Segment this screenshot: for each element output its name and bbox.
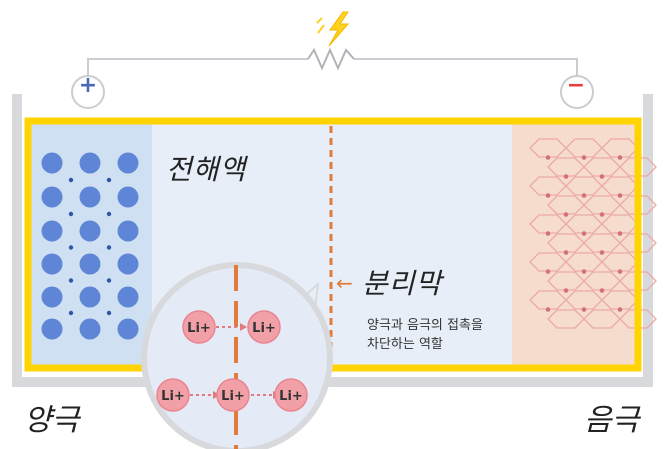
lithium-dot (68, 211, 74, 217)
cathode-particle (41, 253, 63, 275)
zoom-circle: Li+ Li+ Li+ Li+ Li+ (141, 262, 333, 449)
lithium-dot (581, 307, 587, 312)
separator-desc-line2: 차단하는 역할 (367, 337, 443, 352)
lithium-dot (599, 288, 605, 293)
cathode-particle (117, 186, 139, 208)
cathode-particle (41, 186, 63, 208)
lithium-dot (581, 231, 587, 236)
lithium-dot (68, 177, 74, 183)
lithium-dot (68, 310, 74, 316)
lithium-dot (617, 155, 623, 160)
lithium-dot (599, 250, 605, 255)
lithium-ion-label: Li+ (252, 321, 276, 336)
graphite-hexagon (619, 233, 657, 253)
cathode-particle (79, 286, 101, 308)
lithium-dot (68, 245, 74, 250)
lithium-ion-label: Li+ (161, 389, 185, 404)
lithium-dot (545, 231, 551, 236)
minus-terminal-icon (560, 75, 594, 109)
graphite-hexagon (619, 157, 657, 177)
cathode-particle (79, 220, 101, 242)
lithium-ion (156, 378, 190, 412)
lithium-dot (106, 245, 112, 250)
cathode-particle (117, 318, 139, 340)
cathode-particle (79, 152, 101, 174)
battery-frame (24, 117, 642, 372)
graphite-hexagon (619, 271, 657, 291)
lithium-dot (563, 212, 569, 217)
lithium-dot (545, 155, 551, 160)
graphite-hexagon (619, 309, 657, 329)
lithium-dot (563, 174, 569, 179)
anode-label: 음극 (584, 403, 640, 438)
lithium-dot (581, 269, 587, 274)
separator-description: 양극과 음극의 접촉을 차단하는 역할 (367, 316, 517, 354)
cathode-particle (41, 220, 63, 242)
container-wall (12, 94, 653, 387)
lithium-ion-label: Li+ (221, 389, 245, 404)
separator-desc-line1: 양극과 음극의 접촉을 (367, 318, 483, 333)
lithium-dot (581, 155, 587, 160)
lithium-dot (563, 250, 569, 255)
lithium-dot (617, 231, 623, 236)
lithium-dot (599, 174, 605, 179)
cathode-particle (117, 220, 139, 242)
cathode-particle (79, 186, 101, 208)
lithium-dot (106, 278, 112, 283)
lithium-dot (581, 193, 587, 198)
minus-label: − (566, 73, 586, 98)
lithium-dot (106, 310, 112, 316)
lithium-dot (617, 307, 623, 312)
cathode-particle (117, 253, 139, 275)
cathode-label: 양극 (24, 403, 80, 438)
plus-label: + (78, 73, 98, 98)
electrolyte-label: 전해액 (166, 153, 247, 186)
lithium-dot (68, 278, 74, 283)
cathode-particles (41, 152, 139, 340)
resistor-icon (307, 47, 355, 71)
lithium-dot (545, 269, 551, 274)
lithium-dot (617, 193, 623, 198)
cathode-particle (41, 286, 63, 308)
lithium-ion (182, 310, 216, 344)
lithium-ion (216, 378, 250, 412)
cathode-particle (41, 318, 63, 340)
lithium-ion (274, 378, 308, 412)
cathode-particle (79, 253, 101, 275)
lithium-dot (563, 288, 569, 293)
plus-terminal-icon (71, 75, 105, 109)
cathode-particle (117, 286, 139, 308)
lithium-ion-label: Li+ (187, 321, 211, 336)
cathode-particle (117, 152, 139, 174)
lithium-dot (106, 177, 112, 183)
separator-arrow-icon: ← (336, 271, 353, 295)
cathode-particle (41, 152, 63, 174)
cathode-particle (79, 318, 101, 340)
lithium-dot (545, 307, 551, 312)
lithium-dot (599, 212, 605, 217)
circuit-wire (87, 58, 578, 80)
lithium-dot (617, 269, 623, 274)
lithium-ion (247, 310, 281, 344)
graphite-hexagon (619, 195, 657, 215)
lithium-dot (106, 211, 112, 217)
lightning-bolt-icon (316, 11, 350, 47)
lithium-ion-label: Li+ (279, 389, 303, 404)
anode-region (512, 121, 638, 368)
lithium-dot (545, 193, 551, 198)
separator-label: 분리막 (362, 267, 443, 300)
